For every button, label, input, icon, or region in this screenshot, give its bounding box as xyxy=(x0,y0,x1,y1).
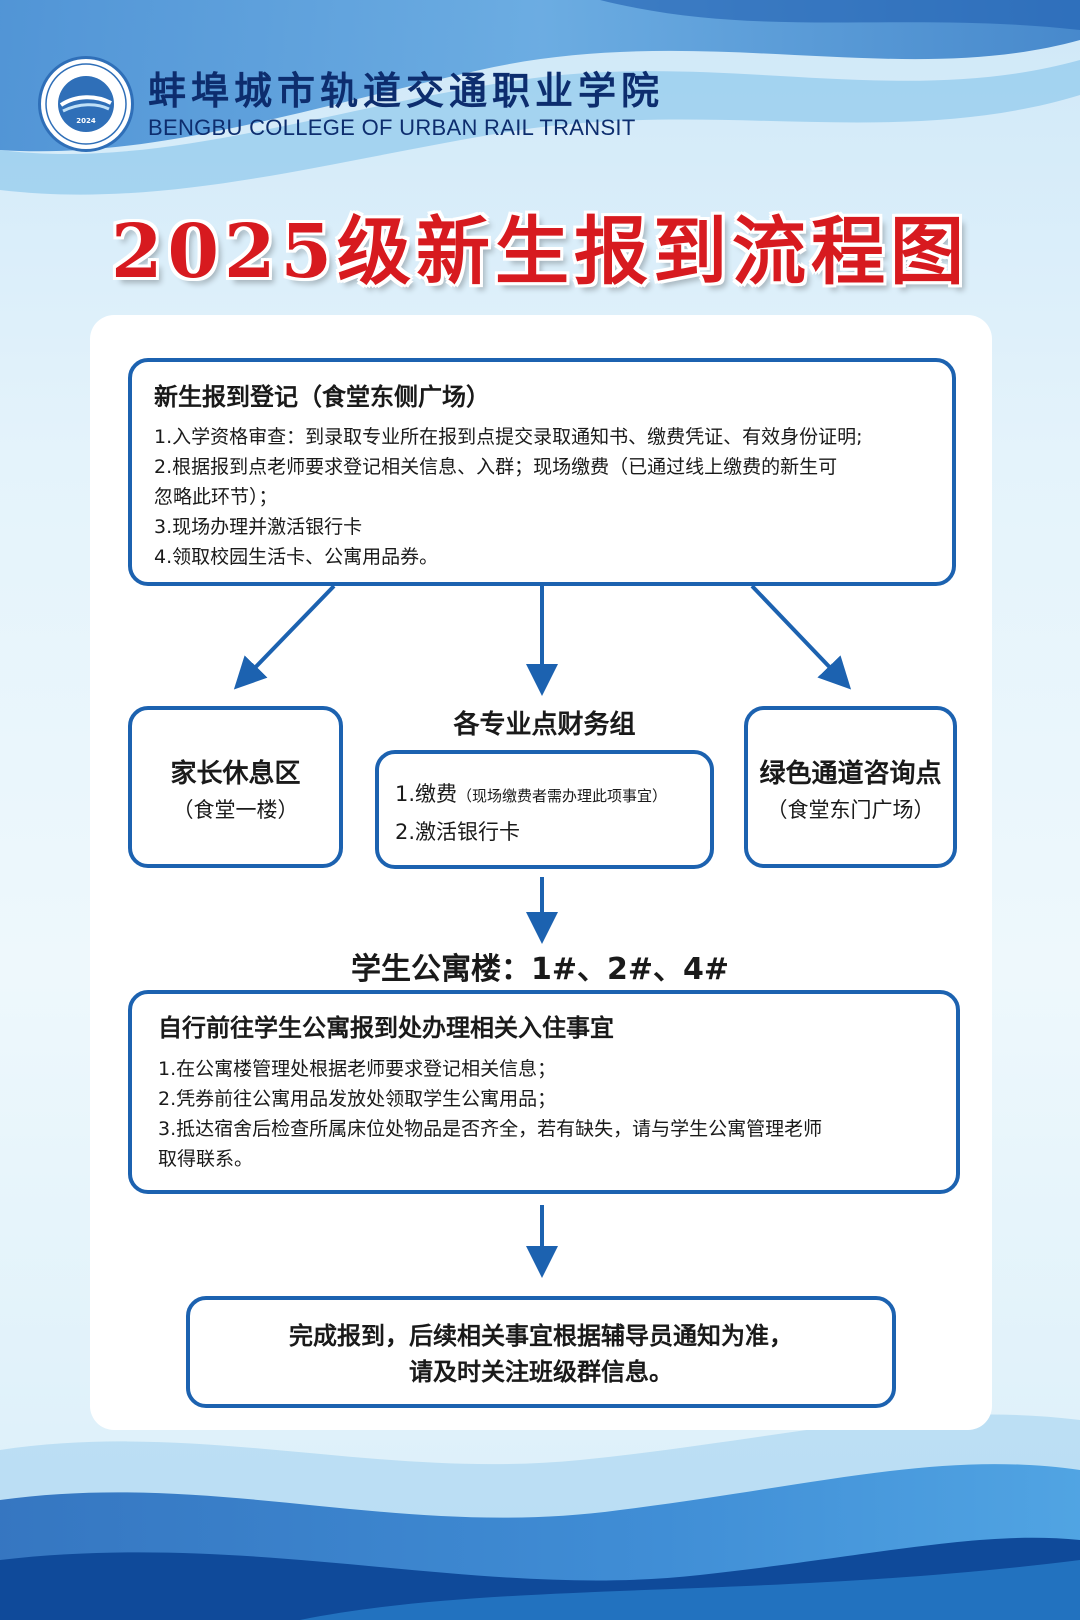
final-line-2: 请及时关注班级群信息。 xyxy=(409,1358,673,1386)
finance-item-1-note: （现场缴费者需办理此项事宜） xyxy=(457,787,668,805)
dorm-line: 取得联系。 xyxy=(158,1148,254,1170)
school-name-cn: 蚌埠城市轨道交通职业学院 xyxy=(148,68,665,113)
school-logo: 2024 xyxy=(38,56,134,152)
page-title: 2025级新生报到流程图 xyxy=(111,209,969,295)
parent-area-box: 家长休息区 （食堂一楼） xyxy=(128,706,343,868)
finance-title: 各专业点财务组 xyxy=(453,710,636,740)
final-line-1: 完成报到，后续相关事宜根据辅导员通知为准， xyxy=(289,1322,793,1350)
school-name: 蚌埠城市轨道交通职业学院 BENGBU COLLEGE OF URBAN RAI… xyxy=(148,67,664,141)
dorm-line: 1.在公寓楼管理处根据老师要求登记相关信息； xyxy=(158,1058,557,1080)
green-channel-box: 绿色通道咨询点 （食堂东门广场） xyxy=(744,706,957,868)
registration-box: 新生报到登记（食堂东侧广场） 1.入学资格审查：到录取专业所在报到点提交录取通知… xyxy=(128,358,956,586)
registration-line: 3.现场办理并激活银行卡 xyxy=(154,516,363,538)
dorm-line: 3.抵达宿舍后检查所属床位处物品是否齐全，若有缺失，请与学生公寓管理老师 xyxy=(158,1118,823,1140)
dorm-heading: 学生公寓楼：1#、2#、4# xyxy=(350,952,730,987)
registration-line: 4.领取校园生活卡、公寓用品券。 xyxy=(154,546,439,568)
green-channel-title: 绿色通道咨询点 xyxy=(759,759,942,789)
header: 2024 蚌埠城市轨道交通职业学院 BENGBU COLLEGE OF URBA… xyxy=(38,56,664,152)
dorm-line: 2.凭券前往公寓用品发放处领取学生公寓用品； xyxy=(158,1088,557,1110)
registration-title: 新生报到登记（食堂东侧广场） xyxy=(154,383,490,411)
parent-area-title: 家长休息区 xyxy=(170,759,301,789)
registration-line: 2.根据报到点老师要求登记相关信息、入群；现场缴费（已通过线上缴费的新生可 xyxy=(154,456,838,478)
registration-line: 1.入学资格审查：到录取专业所在报到点提交录取通知书、缴费凭证、有效身份证明; xyxy=(154,426,863,448)
parent-area-location: （食堂一楼） xyxy=(172,798,299,822)
finance-box: 1.缴费（现场缴费者需办理此项事宜） 2.激活银行卡 xyxy=(375,750,714,869)
dorm-box: 自行前往学生公寓报到处办理相关入住事宜 1.在公寓楼管理处根据老师要求登记相关信… xyxy=(128,990,960,1194)
registration-line: 忽略此环节）； xyxy=(154,486,278,508)
final-box: 完成报到，后续相关事宜根据辅导员通知为准， 请及时关注班级群信息。 xyxy=(186,1296,896,1408)
finance-item-2: 2.激活银行卡 xyxy=(395,820,521,844)
dorm-title: 自行前往学生公寓报到处办理相关入住事宜 xyxy=(158,1014,614,1042)
school-name-en: BENGBU COLLEGE OF URBAN RAIL TRANSIT xyxy=(148,115,636,140)
finance-item-1-label: 1.缴费 xyxy=(395,782,458,806)
green-channel-location: （食堂东门广场） xyxy=(766,798,935,822)
finance-item-1: 1.缴费（现场缴费者需办理此项事宜） xyxy=(395,776,710,814)
logo-year: 2024 xyxy=(76,117,96,125)
